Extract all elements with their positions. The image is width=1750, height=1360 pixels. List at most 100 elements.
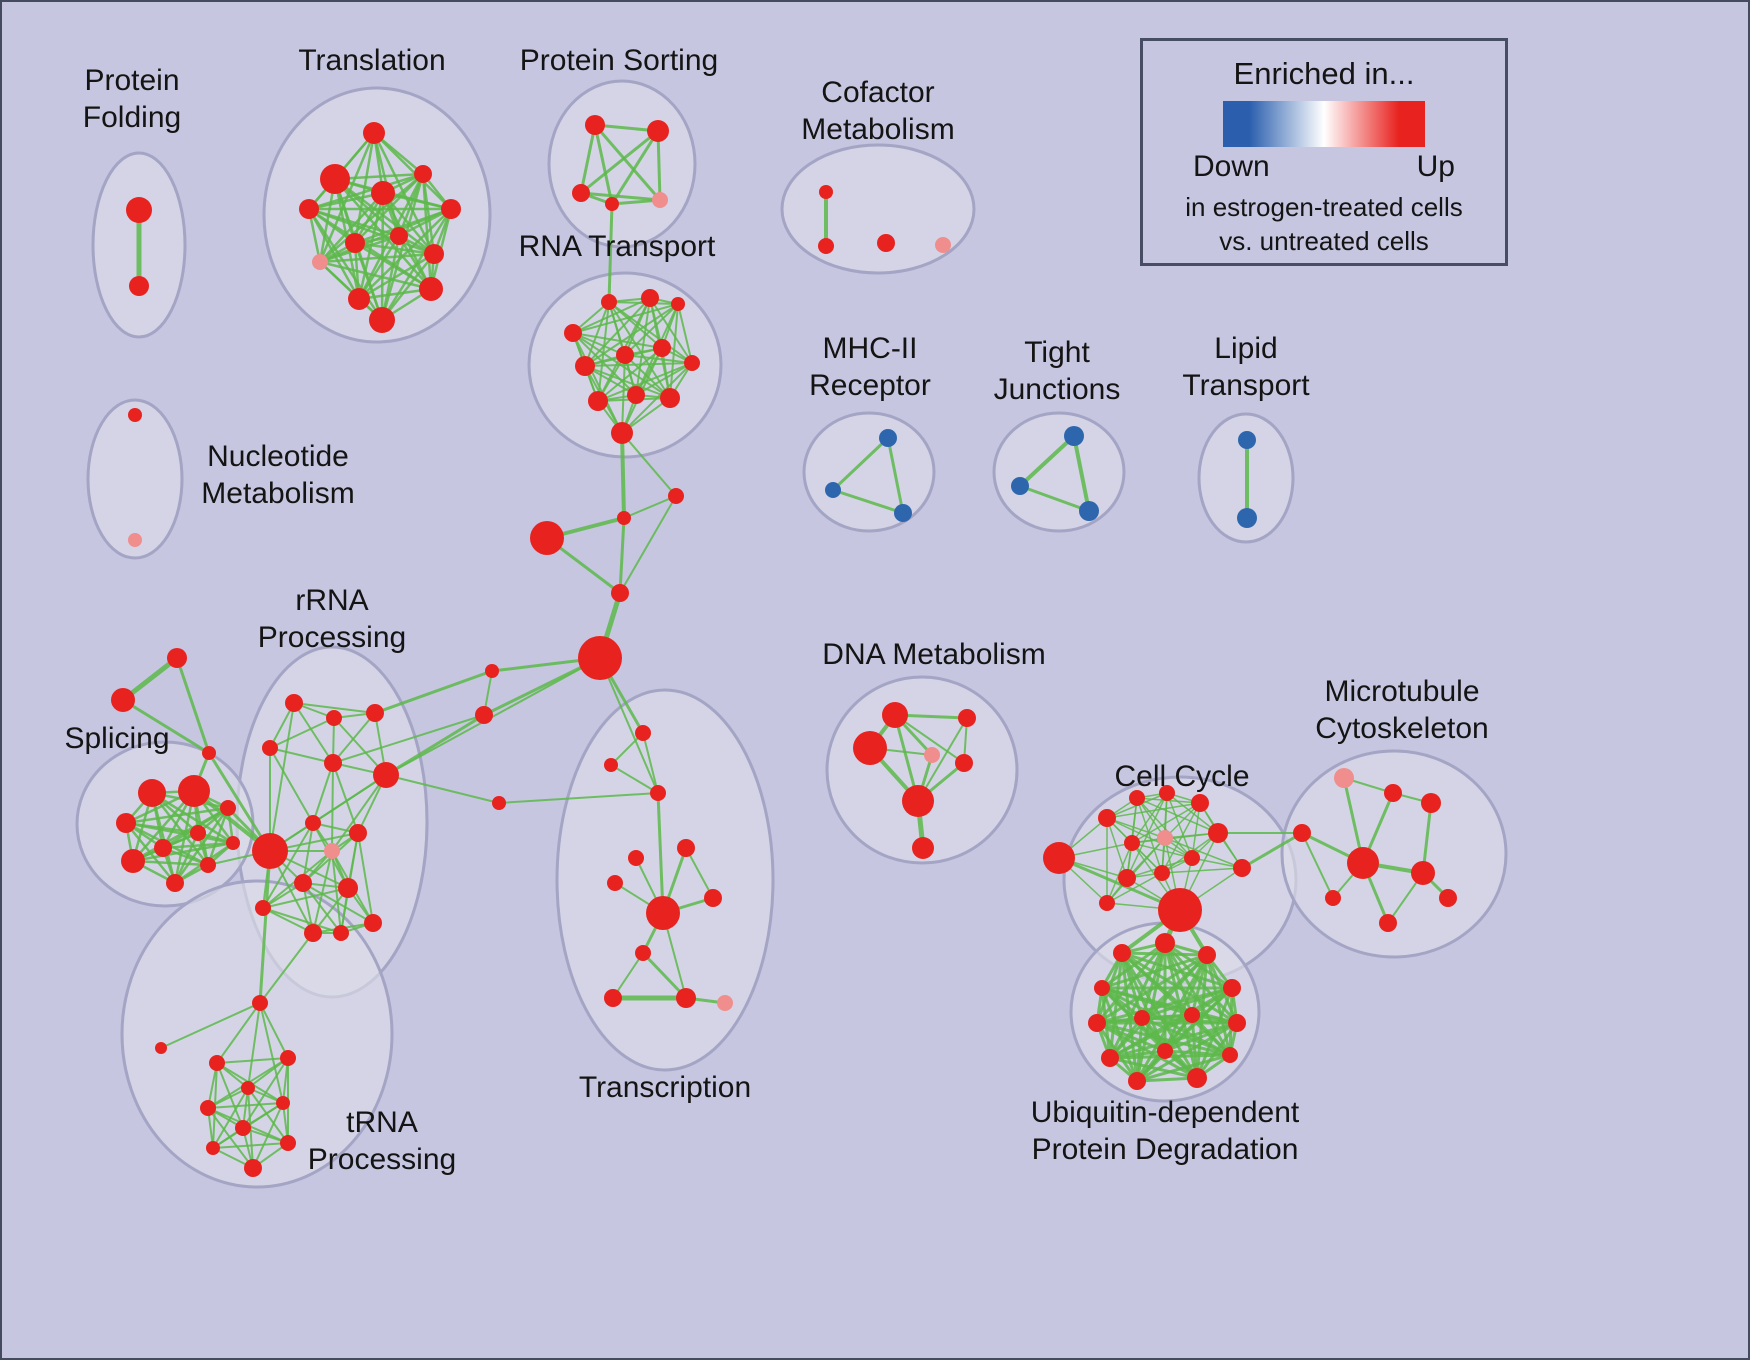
graph-node[interactable] (877, 234, 895, 252)
graph-node[interactable] (320, 164, 350, 194)
graph-node[interactable] (604, 758, 618, 772)
graph-node[interactable] (641, 289, 659, 307)
graph-node[interactable] (717, 995, 733, 1011)
graph-node[interactable] (902, 785, 934, 817)
graph-node[interactable] (616, 346, 634, 364)
graph-node[interactable] (326, 710, 342, 726)
graph-node[interactable] (1233, 859, 1251, 877)
graph-node[interactable] (128, 408, 142, 422)
graph-node[interactable] (617, 511, 631, 525)
graph-node[interactable] (1411, 861, 1435, 885)
graph-node[interactable] (255, 900, 271, 916)
graph-node[interactable] (1334, 768, 1354, 788)
graph-node[interactable] (424, 244, 444, 264)
graph-node[interactable] (1198, 946, 1216, 964)
graph-node[interactable] (492, 796, 506, 810)
graph-node[interactable] (604, 989, 622, 1007)
graph-node[interactable] (202, 746, 216, 760)
graph-node[interactable] (294, 874, 312, 892)
graph-node[interactable] (220, 800, 236, 816)
graph-node[interactable] (349, 824, 367, 842)
graph-node[interactable] (345, 233, 365, 253)
graph-node[interactable] (605, 197, 619, 211)
graph-node[interactable] (363, 122, 385, 144)
graph-node[interactable] (441, 199, 461, 219)
graph-node[interactable] (611, 584, 629, 602)
graph-node[interactable] (853, 731, 887, 765)
graph-node[interactable] (116, 813, 136, 833)
graph-node[interactable] (628, 850, 644, 866)
graph-node[interactable] (635, 725, 651, 741)
graph-node[interactable] (1421, 793, 1441, 813)
graph-node[interactable] (607, 875, 623, 891)
graph-node[interactable] (1101, 1049, 1119, 1067)
graph-node[interactable] (200, 857, 216, 873)
graph-node[interactable] (1157, 830, 1173, 846)
graph-node[interactable] (601, 294, 617, 310)
graph-node[interactable] (371, 181, 395, 205)
graph-node[interactable] (1325, 890, 1341, 906)
graph-node[interactable] (879, 429, 897, 447)
graph-node[interactable] (912, 837, 934, 859)
graph-node[interactable] (1155, 933, 1175, 953)
graph-node[interactable] (652, 192, 668, 208)
graph-node[interactable] (1113, 944, 1131, 962)
graph-node[interactable] (668, 488, 684, 504)
graph-node[interactable] (1184, 1007, 1200, 1023)
graph-node[interactable] (178, 775, 210, 807)
graph-node[interactable] (1043, 842, 1075, 874)
graph-node[interactable] (1237, 508, 1257, 528)
graph-node[interactable] (390, 227, 408, 245)
graph-node[interactable] (676, 988, 696, 1008)
graph-node[interactable] (572, 184, 590, 202)
graph-node[interactable] (1088, 1014, 1106, 1032)
graph-node[interactable] (121, 849, 145, 873)
graph-node[interactable] (262, 740, 278, 756)
graph-node[interactable] (585, 115, 605, 135)
graph-node[interactable] (333, 925, 349, 941)
graph-node[interactable] (241, 1081, 255, 1095)
graph-node[interactable] (935, 237, 951, 253)
graph-node[interactable] (299, 199, 319, 219)
graph-node[interactable] (1124, 835, 1140, 851)
graph-node[interactable] (1223, 979, 1241, 997)
graph-node[interactable] (1158, 888, 1202, 932)
graph-node[interactable] (1064, 426, 1084, 446)
graph-node[interactable] (206, 1141, 220, 1155)
graph-node[interactable] (338, 878, 358, 898)
graph-node[interactable] (578, 636, 622, 680)
graph-node[interactable] (280, 1050, 296, 1066)
graph-node[interactable] (111, 688, 135, 712)
graph-node[interactable] (819, 185, 833, 199)
graph-node[interactable] (166, 874, 184, 892)
graph-node[interactable] (704, 889, 722, 907)
graph-node[interactable] (1129, 790, 1145, 806)
graph-node[interactable] (1159, 785, 1175, 801)
graph-node[interactable] (1157, 1043, 1173, 1059)
graph-node[interactable] (1439, 889, 1457, 907)
graph-node[interactable] (611, 422, 633, 444)
graph-node[interactable] (671, 297, 685, 311)
graph-node[interactable] (276, 1096, 290, 1110)
graph-node[interactable] (647, 120, 669, 142)
graph-node[interactable] (348, 288, 370, 310)
graph-node[interactable] (1384, 784, 1402, 802)
graph-node[interactable] (244, 1159, 262, 1177)
graph-node[interactable] (1228, 1014, 1246, 1032)
graph-node[interactable] (138, 779, 166, 807)
graph-node[interactable] (280, 1135, 296, 1151)
graph-node[interactable] (653, 339, 671, 357)
graph-node[interactable] (312, 254, 328, 270)
graph-node[interactable] (530, 521, 564, 555)
graph-node[interactable] (155, 1042, 167, 1054)
graph-node[interactable] (684, 355, 700, 371)
graph-node[interactable] (1191, 794, 1209, 812)
graph-node[interactable] (235, 1120, 251, 1136)
graph-node[interactable] (564, 324, 582, 342)
graph-node[interactable] (1079, 501, 1099, 521)
graph-node[interactable] (252, 833, 288, 869)
graph-node[interactable] (1154, 865, 1170, 881)
graph-node[interactable] (588, 391, 608, 411)
graph-node[interactable] (324, 843, 340, 859)
graph-node[interactable] (226, 836, 240, 850)
